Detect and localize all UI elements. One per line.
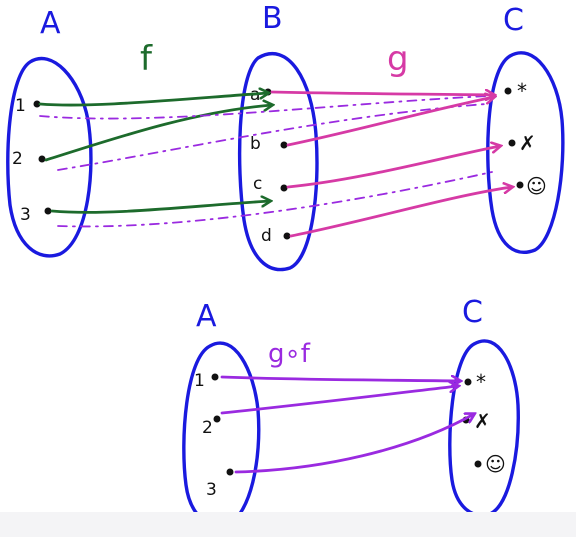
top-a-element-2: 2 xyxy=(12,149,23,169)
bottom-a-dot-2 xyxy=(213,415,221,423)
top-g-label: g xyxy=(387,39,409,79)
top-diagram: A B C f g 1 2 3 a b c d * ✗ ☺ xyxy=(6,1,565,272)
top-set-c-outline xyxy=(486,51,565,254)
top-b-dot-b xyxy=(280,141,288,149)
bottom-gof-arrow-1-star xyxy=(220,377,460,381)
top-f-arrow-2-a xyxy=(44,105,272,162)
top-b-element-b: b xyxy=(250,134,261,154)
bottom-set-a-title: A xyxy=(196,299,217,334)
bottom-c-dot-smiley xyxy=(474,460,482,468)
top-g-arrow-d-smiley xyxy=(289,187,512,238)
bottom-a-element-1: 1 xyxy=(194,371,205,391)
bottom-gof-arrow-3-cross xyxy=(234,414,474,474)
top-g-arrow-c-cross xyxy=(286,146,500,189)
bottom-c-star-symbol: * xyxy=(476,370,486,394)
bottom-c-dot-star xyxy=(464,378,472,386)
bottom-diagram: A C g∘f 1 2 3 * ✗ ☺ xyxy=(182,295,520,527)
top-a-dot-2 xyxy=(38,155,46,163)
top-gof-preview-3 xyxy=(57,171,493,228)
top-b-element-d: d xyxy=(261,226,272,246)
top-f-arrow-3-c xyxy=(50,201,270,214)
top-a-dot-3 xyxy=(44,207,52,215)
bottom-strip xyxy=(0,512,576,537)
top-c-dot-cross xyxy=(508,139,516,147)
top-set-a-outline xyxy=(6,56,93,258)
top-b-dot-c xyxy=(280,184,288,192)
bottom-a-element-2: 2 xyxy=(202,418,213,438)
top-c-star-symbol: * xyxy=(517,79,527,103)
top-b-element-c: c xyxy=(253,174,262,194)
bottom-c-smiley-symbol: ☺ xyxy=(485,452,506,476)
bottom-c-cross-symbol: ✗ xyxy=(474,409,491,433)
top-gof-preview-2 xyxy=(57,103,487,171)
bottom-set-c-title: C xyxy=(462,295,483,330)
top-set-a-title: A xyxy=(40,6,61,41)
bottom-a-dot-3 xyxy=(226,468,234,476)
top-c-dot-smiley xyxy=(516,181,524,189)
top-c-smiley-symbol: ☺ xyxy=(526,174,547,198)
top-b-dot-d xyxy=(283,232,291,240)
bottom-a-element-3: 3 xyxy=(206,480,217,500)
top-set-c-title: C xyxy=(503,3,524,38)
top-gof-preview-1 xyxy=(39,95,489,120)
top-c-dot-star xyxy=(504,87,512,95)
top-a-element-3: 3 xyxy=(20,205,31,225)
top-a-element-1: 1 xyxy=(15,96,26,116)
bottom-gof-arrow-2-star xyxy=(220,386,458,415)
bottom-a-dot-1 xyxy=(211,373,219,381)
bottom-gof-label: g∘f xyxy=(268,339,311,369)
top-g-arrow-a-star xyxy=(270,92,494,95)
top-g-arrow-b-star xyxy=(286,97,494,147)
top-f-arrow-1-a xyxy=(38,93,268,107)
top-set-b-title: B xyxy=(262,1,283,36)
top-f-label: f xyxy=(140,39,153,79)
top-c-cross-symbol: ✗ xyxy=(519,131,536,155)
top-a-dot-1 xyxy=(33,100,41,108)
